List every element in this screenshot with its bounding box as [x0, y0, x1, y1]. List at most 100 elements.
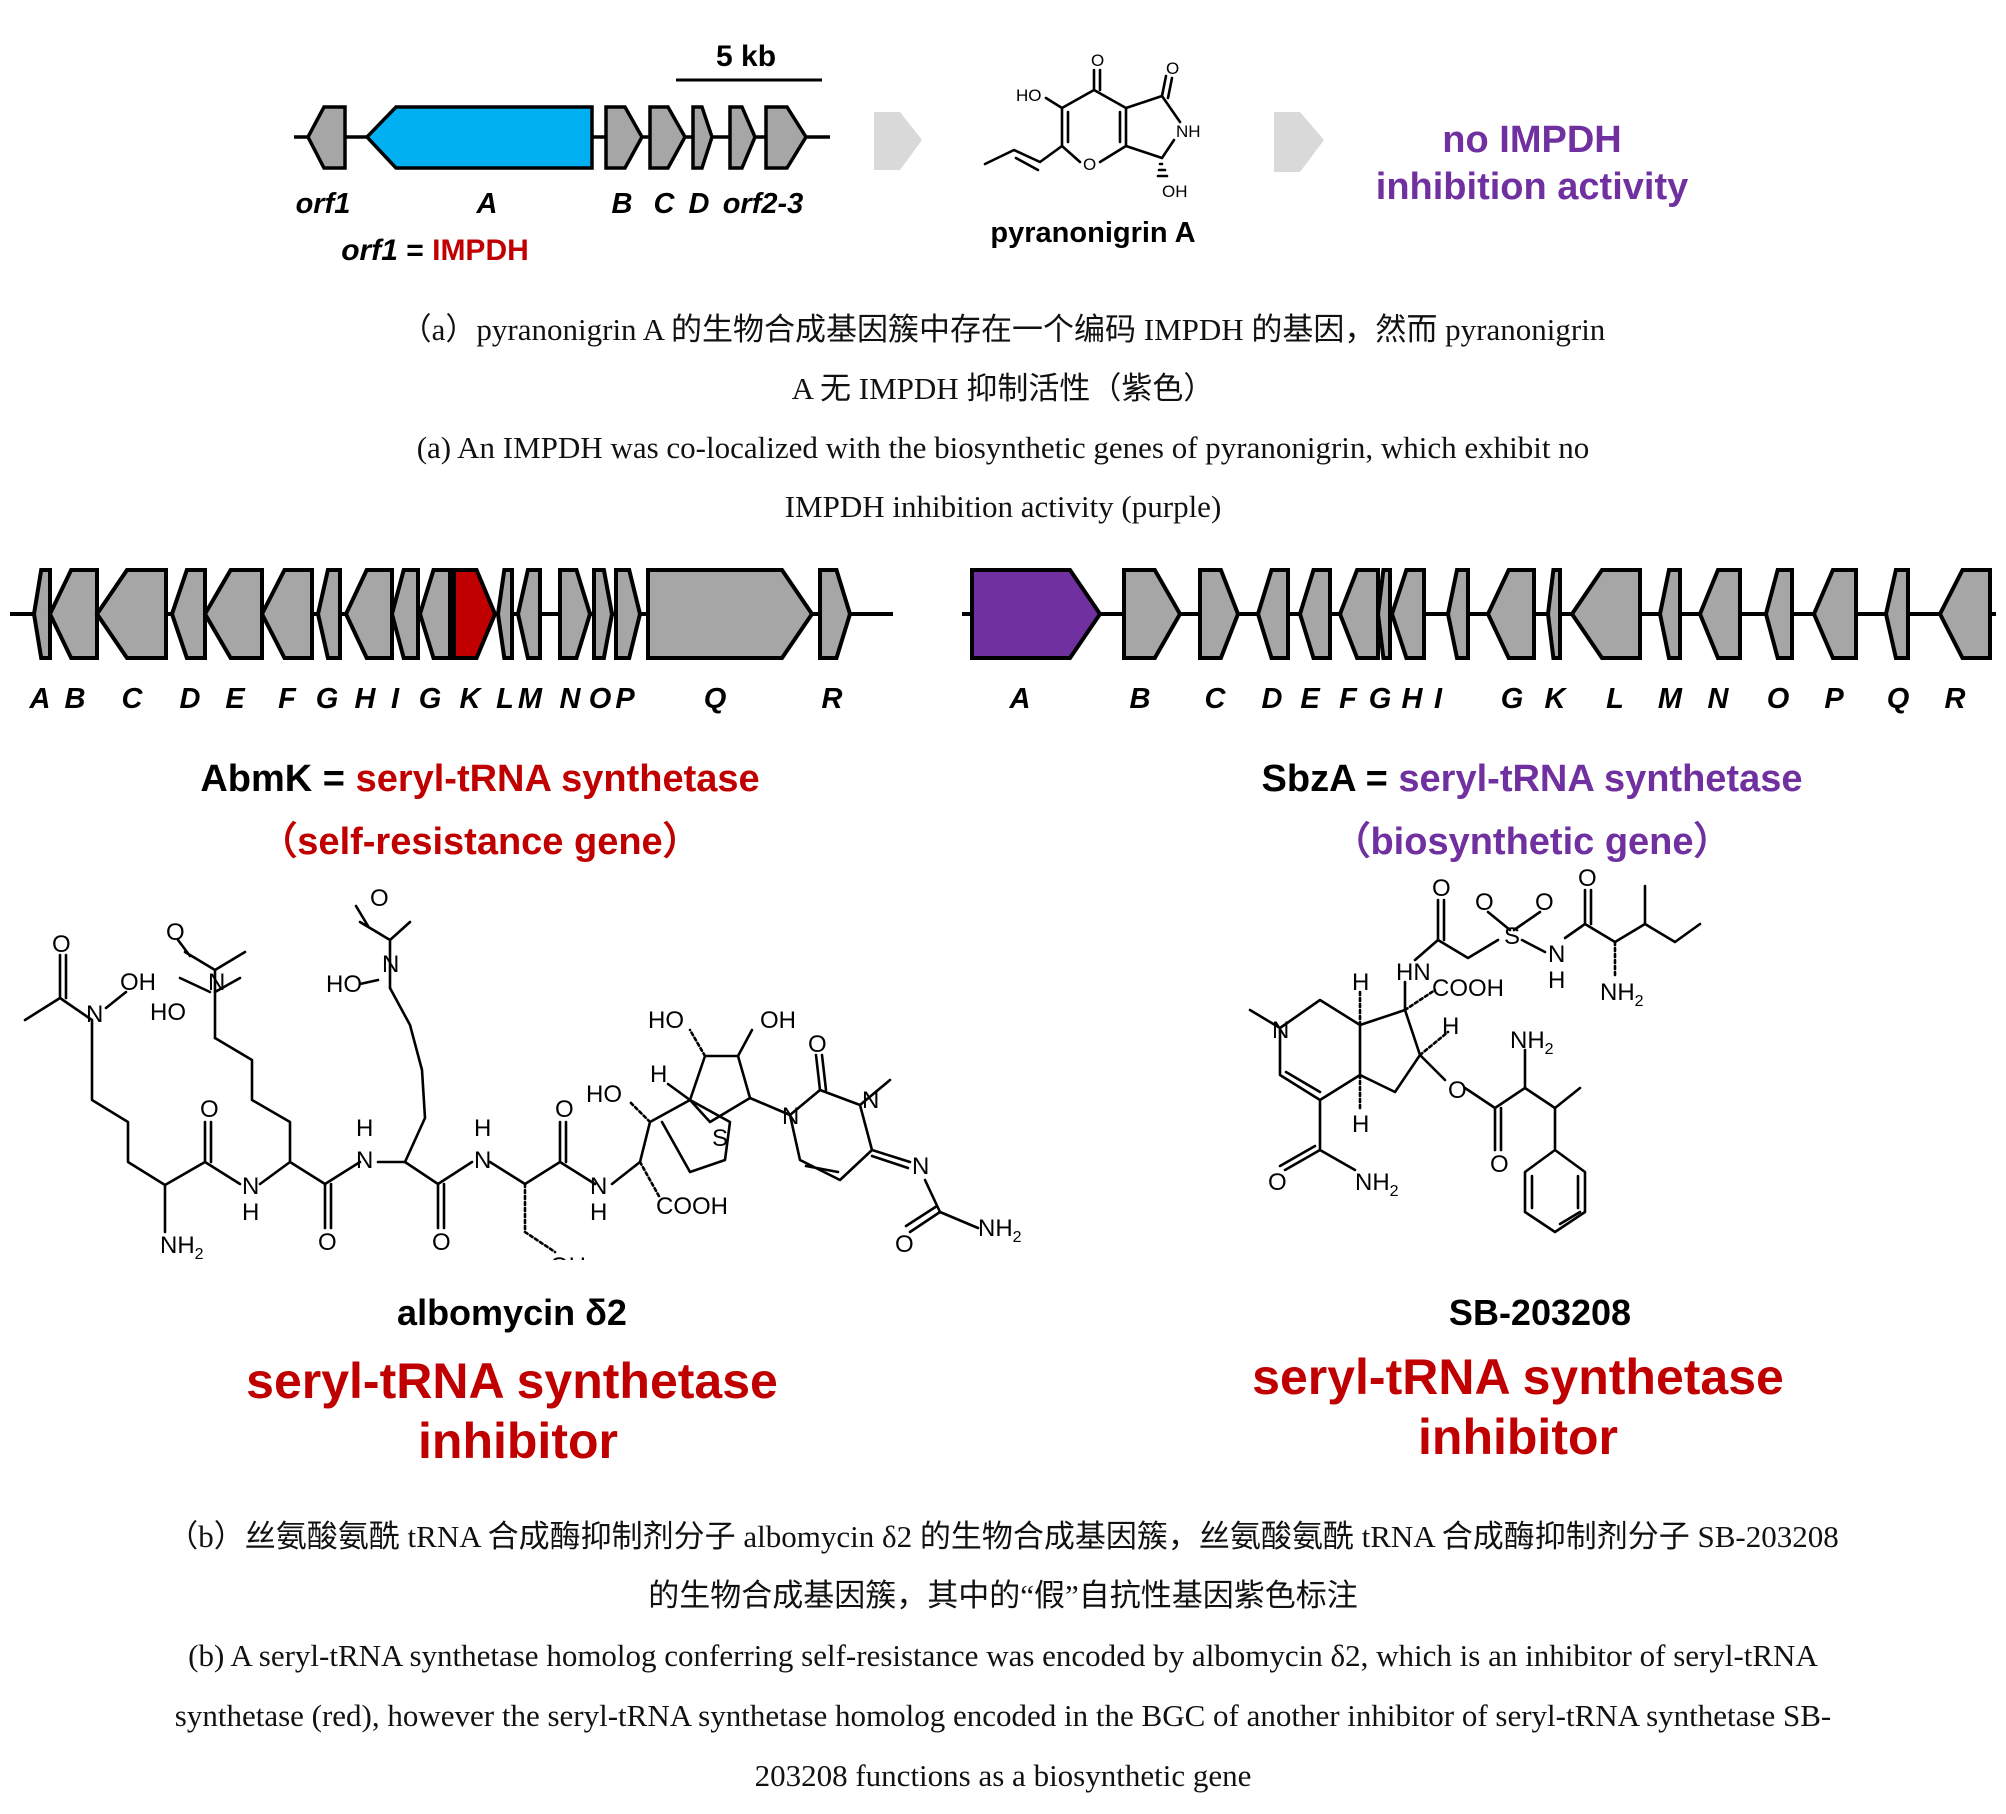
gene-label: Q	[1887, 683, 1910, 715]
gene-label-orf1: orf1	[296, 188, 351, 220]
gene-label: G	[419, 683, 442, 715]
gene-arrow	[1337, 568, 1380, 660]
gene-label-b: B	[612, 188, 633, 220]
gene-label: L	[1606, 683, 1624, 715]
alb-atom-o6: O	[432, 1229, 451, 1256]
caption-b-en-line3: 203208 functions as a biosynthetic gene	[754, 1758, 1252, 1793]
gene-arrow	[94, 568, 168, 660]
gene-note-equals: =	[398, 234, 432, 267]
alb-atom-n-a: N	[242, 1173, 259, 1200]
gene-label: L	[496, 683, 514, 715]
gene-label: B	[1130, 683, 1151, 715]
gene-arrow-orf2	[728, 105, 757, 170]
sb-atom-nh2-amide-main: NH	[1355, 1169, 1390, 1196]
gene-label: R	[822, 683, 843, 715]
pyranonigrin-a-structure: HO O O NH O OH	[983, 51, 1201, 201]
albomycin-activity-line1: seryl-tRNA synthetase	[246, 1353, 778, 1409]
sb-atom-o-s1: O	[1475, 889, 1494, 916]
gene-arrow	[169, 568, 207, 660]
sb-atom-hn: HN	[1396, 959, 1431, 986]
sb-atom-s: S	[1504, 923, 1520, 950]
gene-label: G	[1369, 683, 1392, 715]
gene-arrow-b	[604, 105, 645, 170]
alb-atom-nh2-urea-sub: 2	[1013, 1229, 1022, 1246]
gene-label: D	[1262, 683, 1283, 715]
gene-arrow	[1883, 568, 1910, 660]
gene-arrow	[515, 568, 542, 660]
albomycin-activity-line2: inhibitor	[418, 1413, 618, 1469]
gene-arrow	[592, 568, 615, 660]
atom-nh: NH	[1176, 122, 1201, 141]
gene-label: M	[1658, 683, 1683, 715]
gene-label-a: A	[476, 188, 498, 220]
alb-atom-o4: O	[200, 1096, 219, 1123]
process-arrow-2	[1274, 112, 1324, 172]
gene-note-value: IMPDH	[432, 234, 529, 267]
gene-label: R	[1945, 683, 1966, 715]
sb-atom-o-b: O	[1578, 865, 1597, 892]
gene-label-c: C	[654, 188, 676, 220]
gene-label: E	[225, 683, 246, 715]
gene-label: Q	[704, 683, 727, 715]
gene-arrow	[1763, 568, 1794, 660]
alb-atom-n1-base: N	[782, 1103, 799, 1130]
gene-arrow	[1545, 568, 1562, 660]
sb-203208-structure: O O O S O HN N H COOH H H N NH2 NH2 O H …	[1248, 865, 1702, 1234]
alb-atom-ho-r1: HO	[648, 1007, 684, 1034]
atom-lactam-o: O	[1166, 59, 1179, 78]
alb-atom-oh1: OH	[120, 969, 156, 996]
alb-atom-ho-side: HO	[586, 1081, 622, 1108]
sb203208-name: SB-203208	[1448, 1292, 1632, 1333]
gene-label: F	[278, 683, 297, 715]
gene-label: G	[1501, 683, 1524, 715]
scale-bar-label: 5 kb	[716, 40, 776, 73]
gene-label: C	[1205, 683, 1227, 715]
caption-a-cn-line2: A 无 IMPDH 抑制活性（紫色）	[791, 371, 1215, 406]
gene-arrow	[1569, 568, 1642, 660]
alb-atom-h-d: H	[590, 1199, 607, 1226]
gene-label: O	[1767, 683, 1790, 715]
gene-label: H	[355, 683, 377, 715]
gene-label: K	[1545, 683, 1568, 715]
alb-atom-o2: O	[166, 919, 185, 946]
alb-atom-n1: N	[86, 1001, 103, 1028]
sbza-gene-name: SbzA	[1261, 758, 1356, 800]
alb-atom-h-b: H	[356, 1115, 373, 1142]
gene-label: I	[1434, 683, 1443, 715]
panel-a-figure: 5 kb orf1 A B C D orf2-3 orf1 = IMPDH	[294, 40, 1688, 267]
alb-atom-cooh: COOH	[656, 1193, 728, 1220]
sb-atom-nh2-ile-sub: 2	[1635, 993, 1644, 1010]
caption-b-cn-line1: （b）丝氨酸氨酰 tRNA 合成酶抑制剂分子 albomycin δ2 的生物合…	[167, 1519, 1839, 1554]
gene-label-orf2-3: orf2-3	[723, 188, 804, 220]
gene-arrow-c	[648, 105, 688, 170]
gene-note: orf1 = IMPDH	[341, 234, 529, 267]
sb-atom-nh2-phe-main: NH	[1510, 1027, 1545, 1054]
sb-atom-nh2-phe: NH2	[1510, 1027, 1554, 1058]
alb-atom-nh2-urea: NH2	[978, 1215, 1022, 1246]
atom-oh: OH	[1162, 182, 1188, 201]
gene-arrow	[818, 568, 853, 660]
result-line-2: inhibition activity	[1376, 166, 1688, 208]
abmk-function: seryl-tRNA synthetase	[355, 758, 760, 800]
abmk-role: （self-resistance gene）	[259, 821, 701, 863]
gene-label: B	[65, 683, 86, 715]
sbza-equals: =	[1355, 758, 1399, 800]
caption-a-en-line2: IMPDH inhibition activity (purple)	[784, 489, 1222, 524]
gene-arrow	[259, 568, 314, 660]
gene-arrow	[1811, 568, 1858, 660]
atom-ring-o: O	[1083, 155, 1096, 174]
sb-atom-nh2-phe-sub: 2	[1545, 1041, 1554, 1058]
gene-arrow	[47, 568, 99, 660]
gene-label: F	[1339, 683, 1358, 715]
gene-label: I	[391, 683, 400, 715]
gene-arrow	[1375, 568, 1392, 660]
gene-arrow	[558, 568, 593, 660]
sb-atom-nh2-amide-sub: 2	[1390, 1183, 1399, 1200]
alb-atom-o-base: O	[808, 1031, 827, 1058]
gene-arrow	[31, 568, 52, 660]
gene-arrow	[1937, 568, 1992, 660]
sb-atom-h1: H	[1352, 969, 1369, 996]
gene-label: P	[1824, 683, 1844, 715]
